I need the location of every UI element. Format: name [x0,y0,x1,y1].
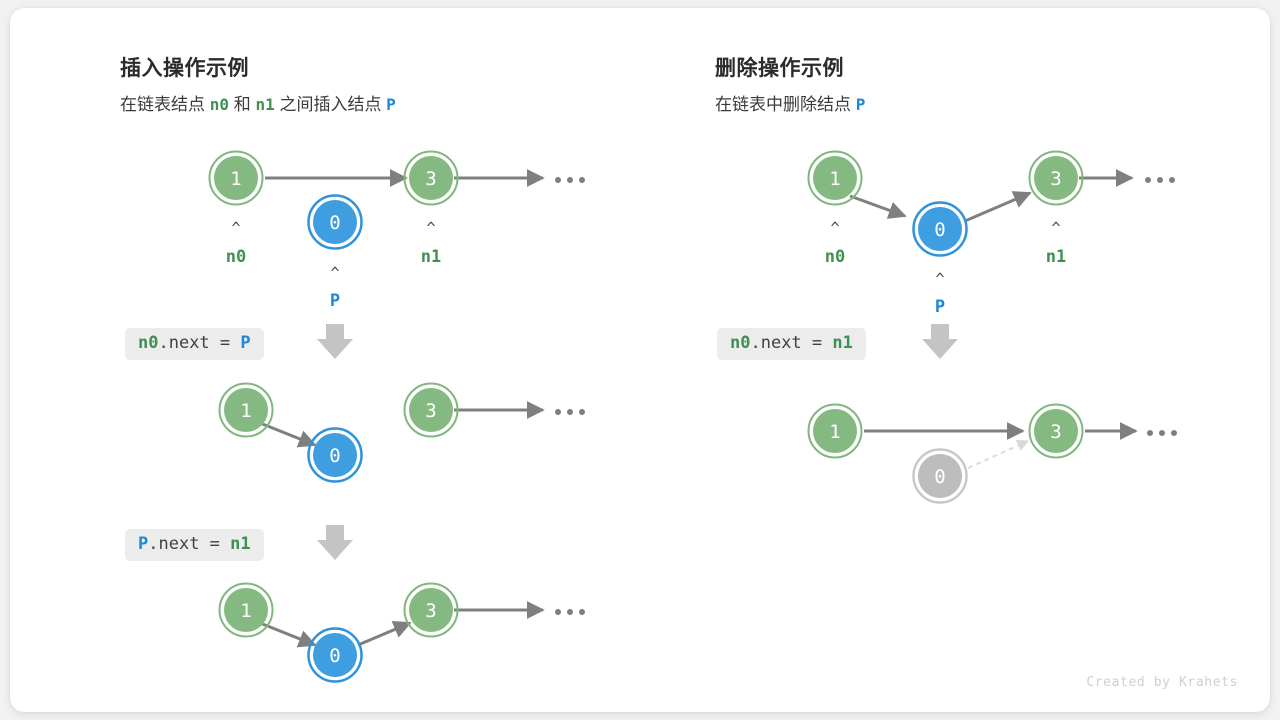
node-value: 1 [240,400,251,422]
node-value: 0 [934,219,945,241]
code-token-mid: .next = [750,333,833,353]
node-green-3: 3 [403,582,459,638]
node-value: 3 [425,168,436,190]
node-value: 1 [829,168,840,190]
node-label-n1: n1 [421,247,441,267]
left-panel-title: 插入操作示例 [120,57,249,80]
ellipsis [1147,430,1177,436]
node-green-1: 1 [807,150,863,206]
node-green-1: 1 [208,150,264,206]
left-step2-code: P.next = n1 [125,529,264,561]
subtitle-text-4: 之间插入结点 [274,95,387,114]
node-value: 1 [240,600,251,622]
left-row1: 1 ^ n0 0 ^ P 3 ^ n1 [208,150,585,311]
subtitle-text-2: 和 [229,95,256,114]
ellipsis [555,177,585,183]
node-value: 3 [1050,168,1061,190]
caret-icon: ^ [330,264,339,282]
node-value: 0 [934,466,945,488]
code-token-a: n0 [138,333,159,353]
flow-down-arrow-icon [317,525,353,560]
subtitle-text-0: 在链表中删除结点 [715,95,856,114]
subtitle-token-n1: n1 [255,95,275,114]
caret-icon: ^ [830,219,839,237]
node-gray-0-removed: 0 [912,448,968,504]
node-blue-0: 0 [307,627,363,683]
node-value: 0 [329,212,340,234]
node-label-p: P [935,297,945,317]
right-panel-subtitle: 在链表中删除结点 P [715,90,865,115]
node-label-n1: n1 [1046,247,1066,267]
node-green-3: 3 [403,382,459,438]
code-token-mid: .next = [148,534,231,554]
ellipsis [555,409,585,415]
node-green-3: 3 [403,150,459,206]
node-value: 1 [829,421,840,443]
node-value: 0 [329,645,340,667]
caret-icon: ^ [231,219,240,237]
node-value: 3 [425,400,436,422]
right-row2: 1 0 3 [807,403,1177,504]
node-green-1: 1 [807,403,863,459]
ellipsis [555,609,585,615]
node-label-n0: n0 [825,247,845,267]
code-token-b: P [240,333,251,353]
node-label-n0: n0 [226,247,246,267]
subtitle-token-p: P [855,95,866,114]
node-blue-0: 0 [307,194,363,250]
node-blue-0: 0 [912,201,968,257]
diagram-svg: 1 ^ n0 0 ^ P 3 ^ n1 [208,150,1177,683]
node-green-3: 3 [1028,403,1084,459]
flow-down-arrow-icon [922,324,958,359]
right-panel-title: 删除操作示例 [715,57,844,80]
left-row2: 1 0 3 [218,382,585,483]
node-label-p: P [330,291,340,311]
node-value: 3 [425,600,436,622]
node-value: 3 [1050,421,1061,443]
subtitle-token-n0: n0 [209,95,229,114]
code-token-a: n0 [730,333,751,353]
left-step1-code: n0.next = P [125,328,264,360]
subtitle-token-p: P [386,95,396,114]
code-token-mid: .next = [158,333,241,353]
credit-text: Created by Krahets [1086,675,1238,690]
node-green-1: 1 [218,582,274,638]
node-green-1: 1 [218,382,274,438]
node-blue-0: 0 [307,427,363,483]
flow-down-arrow-icon [317,324,353,359]
ellipsis [1145,177,1175,183]
right-row1: 1 ^ n0 0 ^ P 3 ^ n1 [807,150,1175,317]
node-value: 1 [230,168,241,190]
code-token-b: n1 [832,333,853,353]
subtitle-text-0: 在链表结点 [120,95,210,114]
right-step1-code: n0.next = n1 [717,328,866,360]
caret-icon: ^ [935,270,944,288]
left-panel-subtitle: 在链表结点 n0 和 n1 之间插入结点 P [120,90,396,115]
diagram-card: 插入操作示例 在链表结点 n0 和 n1 之间插入结点 P 删除操作示例 在链表… [10,8,1270,712]
caret-icon: ^ [426,219,435,237]
removed-link-dashed [967,439,1030,469]
node-value: 0 [329,445,340,467]
node-green-3: 3 [1028,150,1084,206]
caret-icon: ^ [1051,219,1060,237]
left-row3: 1 0 3 [218,582,585,683]
code-token-a: P [138,534,149,554]
code-token-b: n1 [230,534,251,554]
